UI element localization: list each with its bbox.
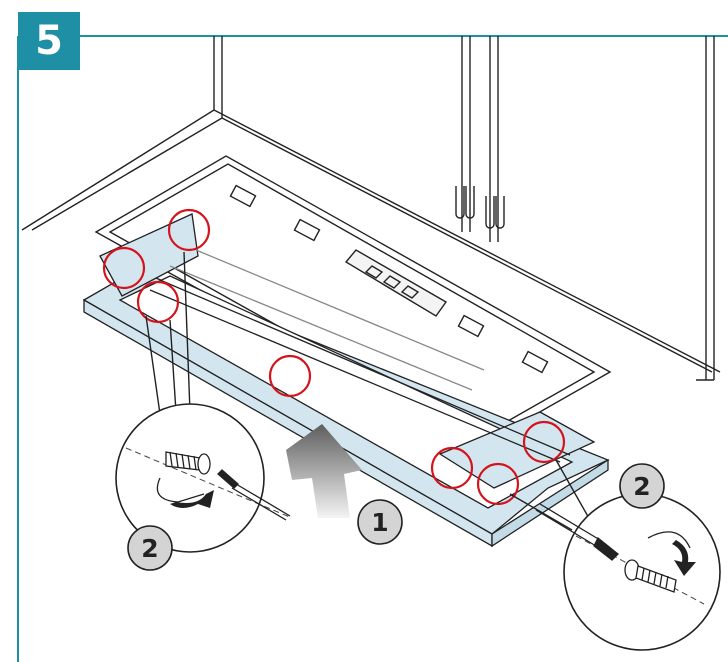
highlight-ring: [136, 280, 180, 324]
screwdriver-icon: [535, 503, 619, 561]
left-screw-callout: 2: [127, 525, 173, 571]
right-detail-magnifier: [535, 493, 721, 651]
highlight-ring: [268, 354, 312, 398]
frame-border: [17, 35, 728, 662]
lift-step-number: 1: [371, 508, 388, 537]
right-screw-step-number: 2: [633, 472, 650, 501]
lift-step-callout: 1: [357, 499, 403, 545]
highlight-ring: [102, 246, 146, 290]
highlight-ring: [522, 420, 566, 464]
screw-icon: [624, 559, 677, 593]
screw-highlight-rings: [102, 208, 566, 506]
rotate-arrow-icon: [156, 477, 214, 508]
left-detail-leaders: [145, 251, 191, 415]
highlight-ring: [430, 446, 474, 490]
rotate-arrow-icon: [647, 531, 696, 576]
left-detail-magnifier: [115, 403, 293, 553]
screw-icon: [165, 451, 211, 475]
step-number-badge: 5: [18, 12, 80, 70]
left-screw-step-number: 2: [141, 534, 158, 563]
screwdriver-icon: [217, 469, 291, 521]
right-screw-callout: 2: [619, 463, 665, 509]
wall-cabinets: [21, 36, 721, 381]
highlight-ring: [167, 208, 211, 252]
right-detail-leaders: [509, 459, 591, 531]
up-arrow-icon: [286, 424, 362, 518]
highlight-ring: [476, 462, 520, 506]
